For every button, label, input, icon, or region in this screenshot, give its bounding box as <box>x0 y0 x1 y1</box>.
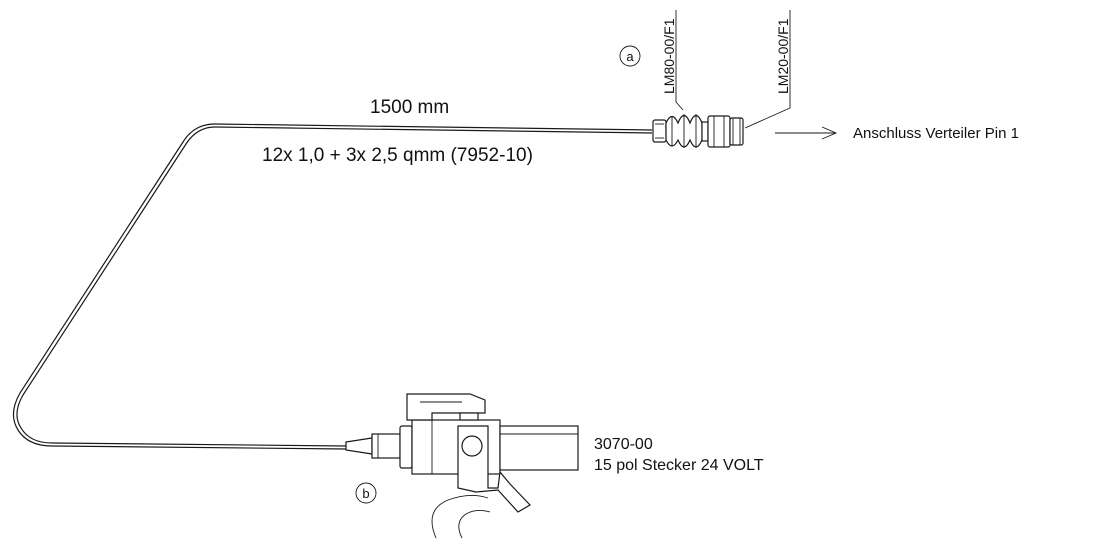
connector-code-lm80: LM80-00/F1 <box>661 18 677 94</box>
marker-a-label: a <box>626 49 634 64</box>
plug-code-label: 3070-00 <box>594 436 653 453</box>
cable-spec-label: 12x 1,0 + 3x 2,5 qmm (7952-10) <box>262 145 533 166</box>
connector-code-lm20: LM20-00/F1 <box>775 18 791 94</box>
plug-description-label: 15 pol Stecker 24 VOLT <box>594 457 764 474</box>
marker-b: b <box>355 482 377 504</box>
plug-assembly-b <box>345 393 579 539</box>
connection-arrow <box>775 126 838 140</box>
cable-line <box>12 123 653 450</box>
cable-length-label: 1500 mm <box>370 97 449 118</box>
connection-target-label: Anschluss Verteiler Pin 1 <box>853 125 1019 142</box>
leader-line-lm20 <box>744 10 791 129</box>
marker-b-label: b <box>362 486 369 501</box>
leader-line-lm80 <box>675 10 684 111</box>
marker-a: a <box>619 45 641 67</box>
connector-assembly-a <box>652 114 744 148</box>
